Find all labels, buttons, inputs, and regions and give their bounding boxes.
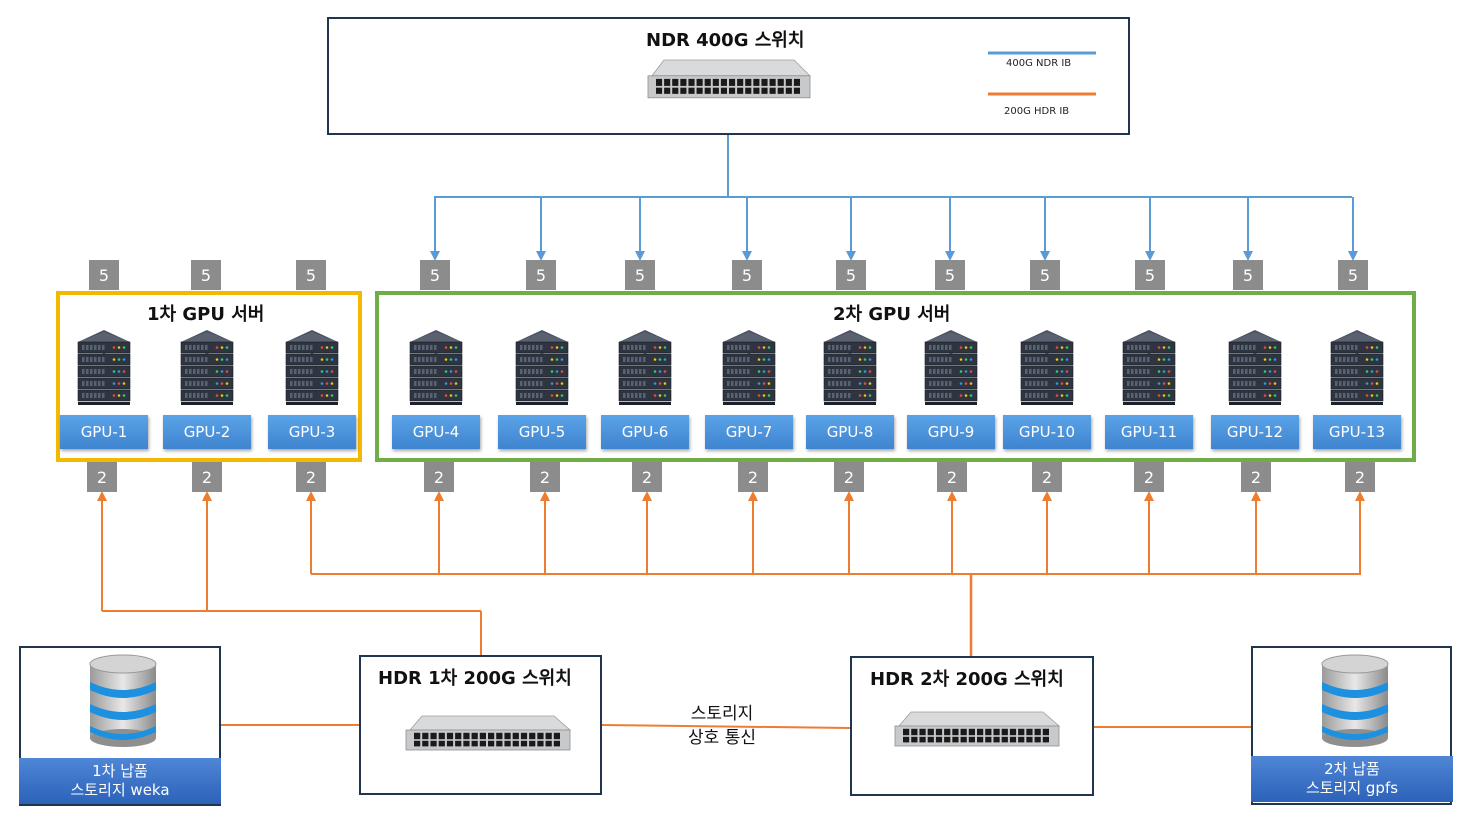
gpu-server-label: GPU-9 bbox=[907, 415, 995, 449]
server-rack-icon bbox=[921, 328, 981, 408]
database-icon bbox=[1320, 654, 1390, 748]
hdr-port-count-badge: 2 bbox=[296, 462, 326, 492]
gpu-server-label: GPU-8 bbox=[806, 415, 894, 449]
server-rack-icon bbox=[615, 328, 675, 408]
hdr-port-count-badge: 2 bbox=[632, 462, 662, 492]
ndr-switch-icon bbox=[644, 56, 814, 100]
gpu-server-label: GPU-4 bbox=[392, 415, 480, 449]
server-rack-icon bbox=[512, 328, 572, 408]
gpu-server-label: GPU-12 bbox=[1211, 415, 1299, 449]
hdr-port-count-badge: 2 bbox=[192, 462, 222, 492]
ndr-port-count-badge: 5 bbox=[420, 260, 450, 290]
gpu-server-label: GPU-7 bbox=[705, 415, 793, 449]
group-2-title: 2차 GPU 서버 bbox=[833, 304, 951, 325]
gpu-server-label: GPU-13 bbox=[1313, 415, 1401, 449]
hdr-port-count-badge: 2 bbox=[937, 462, 967, 492]
group-1-title: 1차 GPU 서버 bbox=[147, 304, 265, 325]
hdr-switch-1-icon bbox=[402, 712, 574, 752]
hdr-links bbox=[97, 491, 1365, 729]
server-rack-icon bbox=[719, 328, 779, 408]
gpu-server-label: GPU-3 bbox=[268, 415, 356, 449]
ndr-port-count-badge: 5 bbox=[89, 260, 119, 290]
group-2-box bbox=[375, 291, 1416, 462]
server-rack-icon bbox=[74, 328, 134, 408]
gpu-server-label: GPU-5 bbox=[498, 415, 586, 449]
database-icon bbox=[88, 654, 158, 748]
server-rack-icon bbox=[1225, 328, 1285, 408]
storage-2-line1: 2차 납품 bbox=[1324, 760, 1380, 778]
gpu-server-label: GPU-6 bbox=[601, 415, 689, 449]
ndr-port-count-badge: 5 bbox=[191, 260, 221, 290]
hdr-port-count-badge: 2 bbox=[738, 462, 768, 492]
link-line bbox=[601, 724, 851, 729]
ndr-links bbox=[430, 135, 1358, 261]
hdr-port-count-badge: 2 bbox=[1032, 462, 1062, 492]
server-rack-icon bbox=[1017, 328, 1077, 408]
storage-link-label: 스토리지 상호 통신 bbox=[672, 702, 772, 750]
gpu-server-label: GPU-11 bbox=[1105, 415, 1193, 449]
storage-2-label: 2차 납품 스토리지 gpfs bbox=[1251, 756, 1453, 802]
hdr-switch-1-title: HDR 1차 200G 스위치 bbox=[378, 668, 572, 689]
legend-line-hdr bbox=[988, 92, 1096, 96]
storage-link-line1: 스토리지 bbox=[690, 704, 754, 724]
hdr-port-count-badge: 2 bbox=[87, 462, 117, 492]
gpu-server-label: GPU-2 bbox=[163, 415, 251, 449]
hdr-port-count-badge: 2 bbox=[530, 462, 560, 492]
hdr-switch-2-title: HDR 2차 200G 스위치 bbox=[870, 669, 1064, 690]
legend-label-hdr: 200G HDR IB bbox=[1004, 106, 1070, 117]
legend-line-ndr bbox=[988, 51, 1096, 55]
ndr-port-count-badge: 5 bbox=[526, 260, 556, 290]
server-rack-icon bbox=[820, 328, 880, 408]
ndr-port-count-badge: 5 bbox=[1030, 260, 1060, 290]
ndr-port-count-badge: 5 bbox=[732, 260, 762, 290]
server-rack-icon bbox=[1119, 328, 1179, 408]
gpu-server-label: GPU-10 bbox=[1003, 415, 1091, 449]
hdr-port-count-badge: 2 bbox=[834, 462, 864, 492]
server-rack-icon bbox=[1327, 328, 1387, 408]
ndr-port-count-badge: 5 bbox=[836, 260, 866, 290]
server-rack-icon bbox=[406, 328, 466, 408]
server-rack-icon bbox=[282, 328, 342, 408]
storage-2-line2: 스토리지 gpfs bbox=[1305, 779, 1399, 797]
storage-1-label: 1차 납품 스토리지 weka bbox=[19, 758, 221, 804]
hdr-switch-2-icon bbox=[891, 708, 1063, 748]
hdr-port-count-badge: 2 bbox=[1241, 462, 1271, 492]
ndr-port-count-badge: 5 bbox=[1338, 260, 1368, 290]
ndr-port-count-badge: 5 bbox=[935, 260, 965, 290]
legend-label-ndr: 400G NDR IB bbox=[1006, 58, 1072, 69]
storage-1-line1: 1차 납품 bbox=[92, 762, 148, 780]
gpu-server-label: GPU-1 bbox=[60, 415, 148, 449]
ndr-port-count-badge: 5 bbox=[625, 260, 655, 290]
storage-link-line2: 상호 통신 bbox=[688, 728, 756, 748]
storage-1-line2: 스토리지 weka bbox=[70, 781, 170, 799]
hdr-port-count-badge: 2 bbox=[424, 462, 454, 492]
hdr-port-count-badge: 2 bbox=[1134, 462, 1164, 492]
ndr-switch-title: NDR 400G 스위치 bbox=[646, 30, 805, 51]
server-rack-icon bbox=[177, 328, 237, 408]
ndr-port-count-badge: 5 bbox=[1135, 260, 1165, 290]
ndr-port-count-badge: 5 bbox=[1233, 260, 1263, 290]
ndr-port-count-badge: 5 bbox=[296, 260, 326, 290]
group-1-box bbox=[56, 291, 362, 462]
hdr-port-count-badge: 2 bbox=[1345, 462, 1375, 492]
